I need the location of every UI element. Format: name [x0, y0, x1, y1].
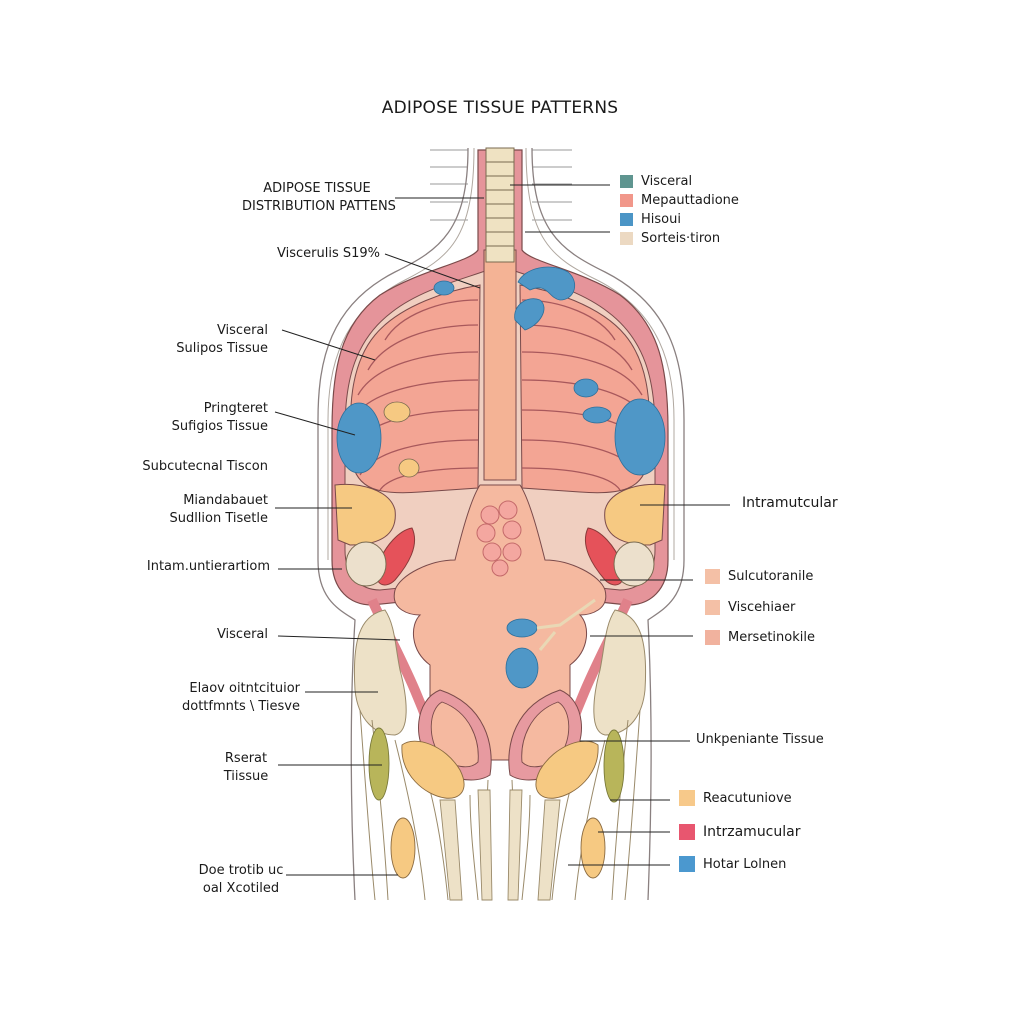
- label-text: Elaov oitntcituior: [189, 681, 300, 696]
- label-rserat: Rserat Tiissue: [216, 750, 276, 786]
- fat-blue-deposit: [433, 280, 455, 296]
- fat-blue-deposit-large: [614, 398, 666, 476]
- label-visceral-percent: Viscerulis S19%: [277, 245, 380, 263]
- legend-item: Reacutuniove: [679, 790, 792, 806]
- fat-blue-deposit-large: [336, 402, 382, 474]
- label-doe-trotib: Doe trotib uc oal Xcotiled: [196, 862, 286, 898]
- legend-item: Viscehiaer: [705, 600, 795, 615]
- legend-label: Hisoui: [641, 212, 681, 227]
- legend-swatch: [679, 856, 695, 872]
- knee-fat-right: [580, 817, 606, 879]
- legend-swatch: [705, 600, 720, 615]
- hip-bone-left: [353, 609, 407, 736]
- fat-yellow-deposit: [383, 401, 411, 423]
- hip-bone-right: [593, 609, 647, 736]
- label-text: Subcutecnal Tiscon: [142, 459, 268, 474]
- label-visceral-lower: Visceral: [217, 626, 268, 644]
- label-elaov: Elaov oitntcituior dottfmnts \ Tiesve: [182, 680, 300, 716]
- thigh-fat-left: [401, 740, 465, 799]
- knee-fat-left: [390, 817, 416, 879]
- legend-item: Intrzamucular: [679, 824, 800, 840]
- label-text: Sudllion Tisetle: [169, 511, 268, 526]
- label-text: Sulipos Tissue: [176, 341, 268, 356]
- label-visceral-sulipos: Visceral Sulipos Tissue: [176, 322, 268, 358]
- outer-skin-contour: [317, 147, 685, 901]
- legend-label: Sulcutoranile: [728, 569, 814, 584]
- fat-blue-deposit: [573, 378, 599, 398]
- label-intermuscular: Intam.untierartiom: [147, 558, 270, 576]
- pelvis-loop-left-inner: [430, 701, 479, 768]
- legend-item: Mersetinokile: [705, 630, 815, 645]
- legend-label: Hotar Lolnen: [703, 856, 787, 872]
- fat-blue-deposit: [582, 406, 612, 424]
- legend-label: Viscehiaer: [728, 600, 796, 615]
- legend-swatch: [620, 194, 633, 207]
- vessel-branch: [536, 598, 596, 651]
- label-text: oal Xcotiled: [202, 881, 280, 896]
- legend-label: Reacutuniove: [703, 790, 792, 806]
- legend-swatch: [620, 213, 633, 226]
- label-text: Rserat: [224, 751, 268, 766]
- legend-label: Mersetinokile: [728, 630, 815, 645]
- legend-item: Sulcutoranile: [705, 569, 813, 584]
- vertebrae: [486, 161, 514, 247]
- fat-olive-deposit: [603, 729, 625, 803]
- fat-blue-deposit: [514, 298, 545, 331]
- legend-swatch: [620, 232, 633, 245]
- subtitle-line-1: ADIPOSE TISSUE: [263, 181, 371, 196]
- legend-swatch: [679, 824, 695, 840]
- subtitle-line-2: DISTRIBUTION PATTENS: [242, 199, 396, 214]
- label-text: Viscerulis S19%: [277, 246, 380, 261]
- pelvis-loop-right-inner: [521, 701, 570, 768]
- label-text: dottfmnts \ Tiesve: [181, 699, 300, 714]
- leg-bones: [439, 789, 561, 901]
- label-pringteret: Pringteret Sufigios Tissue: [172, 400, 268, 436]
- artery-left: [376, 527, 416, 586]
- diagram-title: ADIPOSE TISSUE PATTERNS: [381, 98, 619, 118]
- inner-skin-contour: [327, 147, 675, 560]
- legend-item: Mepauttadione: [620, 193, 739, 208]
- fat-blue-deposit: [506, 618, 538, 638]
- label-text: Sufigios Tissue: [171, 419, 268, 434]
- beige-lobe-right: [613, 541, 655, 587]
- label-text: Doe trotib uc: [198, 863, 284, 878]
- legend-item: Hisoui: [620, 212, 681, 227]
- label-intramuscular: Intramutcular: [742, 495, 838, 511]
- legend-swatch: [679, 790, 695, 806]
- legend-label: Sorteis·tiron: [641, 231, 721, 246]
- beige-lobe-left: [345, 541, 387, 587]
- mediastinum: [483, 249, 517, 481]
- label-text: Intam.untierartiom: [146, 559, 270, 574]
- label-unkpeniante: Unkpeniante Tissue: [696, 732, 824, 747]
- legend-swatch: [705, 569, 720, 584]
- intestine-texture: [476, 500, 522, 577]
- legend-item: Sorteis·tiron: [620, 231, 720, 246]
- label-text: Visceral: [216, 323, 268, 338]
- legend-label: Intrzamucular: [703, 824, 801, 840]
- label-text: Tiissue: [223, 769, 269, 784]
- fat-blue-deposit: [517, 266, 576, 301]
- subtitle: ADIPOSE TISSUE DISTRIBUTION PATTENS: [242, 180, 396, 216]
- label-text: Pringteret: [203, 401, 268, 416]
- spine-column: [485, 147, 515, 263]
- fat-blue-deposit: [505, 647, 539, 689]
- legend-label: Mepauttadione: [641, 193, 739, 208]
- artery-right: [584, 527, 624, 586]
- legend-label: Visceral: [641, 174, 693, 189]
- label-text: Visceral: [216, 627, 268, 642]
- fat-yellow-deposit: [398, 458, 420, 478]
- thigh-fat-right: [535, 740, 599, 799]
- label-subcutaneous: Subcutecnal Tiscon: [142, 458, 268, 476]
- legend-swatch: [705, 630, 720, 645]
- legend-swatch: [620, 175, 633, 188]
- label-miandabauet: Miandabauet Sudllion Tisetle: [169, 492, 268, 528]
- fat-olive-deposit: [368, 727, 390, 801]
- legend-item: Hotar Lolnen: [679, 856, 786, 872]
- label-text: Miandabauet: [183, 493, 268, 508]
- legend-item: Visceral: [620, 174, 692, 189]
- leader-lines: [274, 184, 730, 876]
